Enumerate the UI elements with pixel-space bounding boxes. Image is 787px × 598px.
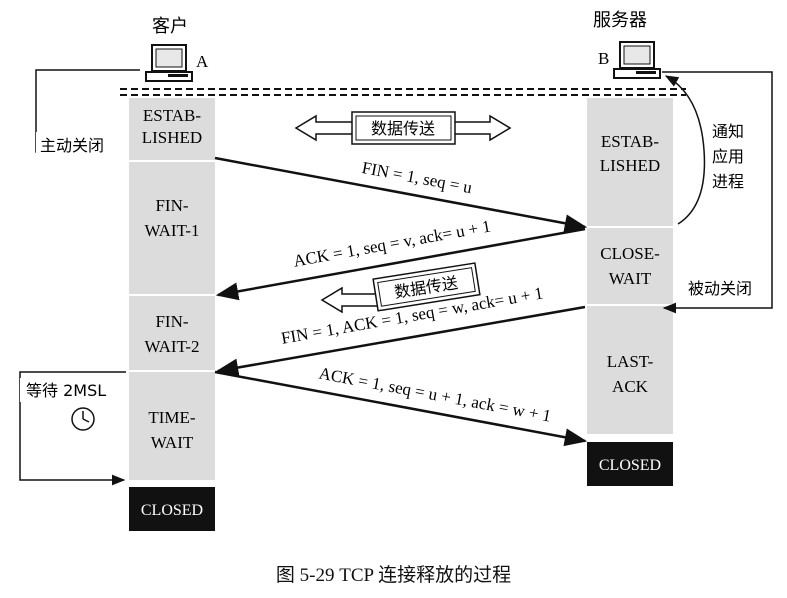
wait-2msl-label-bg <box>20 378 126 402</box>
segment-ack1-arrow <box>215 227 586 301</box>
client-fin-wait-2-line1: FIN- <box>155 312 188 331</box>
client-title: 客户 <box>152 16 188 37</box>
server-state-last-ack <box>587 306 673 434</box>
client-established-line1: ESTAB- <box>143 106 201 125</box>
server-state-close-wait <box>587 228 673 304</box>
client-computer-icon <box>145 44 193 82</box>
notify-app-arrow <box>664 75 706 225</box>
server-last-ack-line2: ACK <box>612 377 649 396</box>
client-established-line2: LISHED <box>142 128 202 147</box>
client-state-time-wait <box>129 372 215 480</box>
notify-label-line3: 进程 <box>712 172 744 191</box>
data-transfer-both-label: 数据传送 <box>371 119 435 138</box>
active-close-label-bg <box>36 132 122 156</box>
figure-caption: 图 5-29 TCP 连接释放的过程 <box>275 565 512 586</box>
segment-ack2-arrow <box>214 370 588 447</box>
notify-label-line1: 通知 <box>712 122 744 141</box>
server-state-closed <box>587 442 673 486</box>
segment-fin2-arrow <box>215 305 586 377</box>
client-time-wait-line1: TIME- <box>148 408 196 427</box>
server-state-established <box>587 98 673 226</box>
client-fin-wait-2-line2: WAIT-2 <box>144 337 199 356</box>
client-fin-wait-1-line1: FIN- <box>155 196 188 215</box>
passive-close-label: 被动关闭 <box>688 279 752 298</box>
client-time-wait-line2: WAIT <box>151 433 194 452</box>
server-host-label: B <box>598 49 609 68</box>
client-state-established <box>129 98 215 160</box>
server-closed-label: CLOSED <box>599 457 661 474</box>
server-title: 服务器 <box>593 10 647 31</box>
active-close-label: 主动关闭 <box>40 136 104 155</box>
client-host-label: A <box>196 52 209 71</box>
client-state-fin-wait-2 <box>129 296 215 370</box>
client-closed-label: CLOSED <box>141 502 203 519</box>
client-state-closed <box>129 487 215 531</box>
wait-2msl-bracket <box>19 371 126 486</box>
passive-close-bracket <box>662 71 773 314</box>
server-close-wait-line2: WAIT <box>609 269 652 288</box>
clock-icon <box>71 407 95 431</box>
segment-ack2-label: ACK = 1, seq = u + 1, ack = w + 1 <box>317 364 552 426</box>
server-established-line2: LISHED <box>600 156 660 175</box>
notify-label-line2: 应用 <box>712 147 744 166</box>
server-last-ack-line1: LAST- <box>607 352 654 371</box>
segment-fin1-arrow <box>214 156 588 233</box>
server-established-line1: ESTAB- <box>601 132 659 151</box>
client-state-fin-wait-1 <box>129 162 215 294</box>
client-fin-wait-1-line2: WAIT-1 <box>144 221 199 240</box>
wait-2msl-label: 等待 2MSL <box>26 381 106 400</box>
segment-fin1-label: FIN = 1, seq = u <box>360 158 474 197</box>
server-computer-icon <box>613 41 661 79</box>
server-close-wait-line1: CLOSE- <box>600 244 660 263</box>
